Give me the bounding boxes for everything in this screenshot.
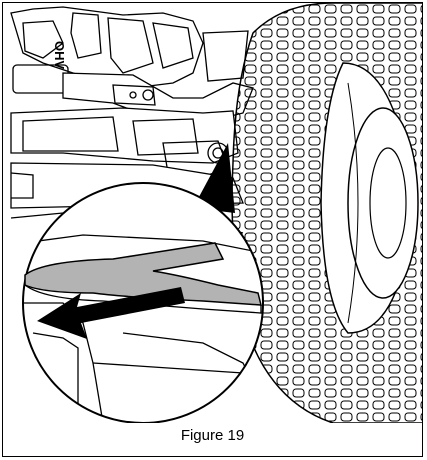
decal-text: OHV — [52, 41, 67, 70]
direction-arrow-icon — [37, 287, 185, 339]
figure-frame: OHV Figure 19 — [2, 2, 423, 457]
rear-tire — [231, 3, 422, 423]
figure-illustration: OHV — [10, 3, 422, 423]
detail-magnifier — [22, 182, 264, 423]
callout-pointer — [193, 143, 235, 213]
figure-caption: Figure 19 — [180, 427, 245, 444]
wrench-icon — [24, 242, 262, 306]
